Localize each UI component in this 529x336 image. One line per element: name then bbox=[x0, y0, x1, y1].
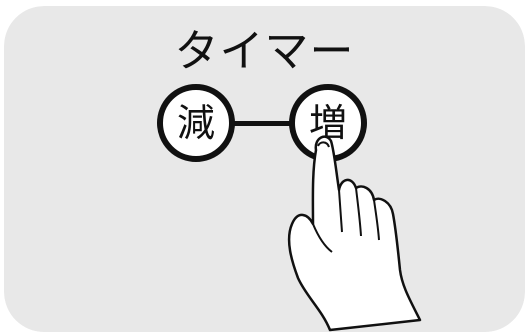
increase-button[interactable]: 増 bbox=[289, 84, 367, 162]
decrease-button[interactable]: 減 bbox=[157, 84, 235, 162]
timer-title: タイマー bbox=[174, 26, 355, 77]
button-connector-line bbox=[226, 121, 290, 126]
